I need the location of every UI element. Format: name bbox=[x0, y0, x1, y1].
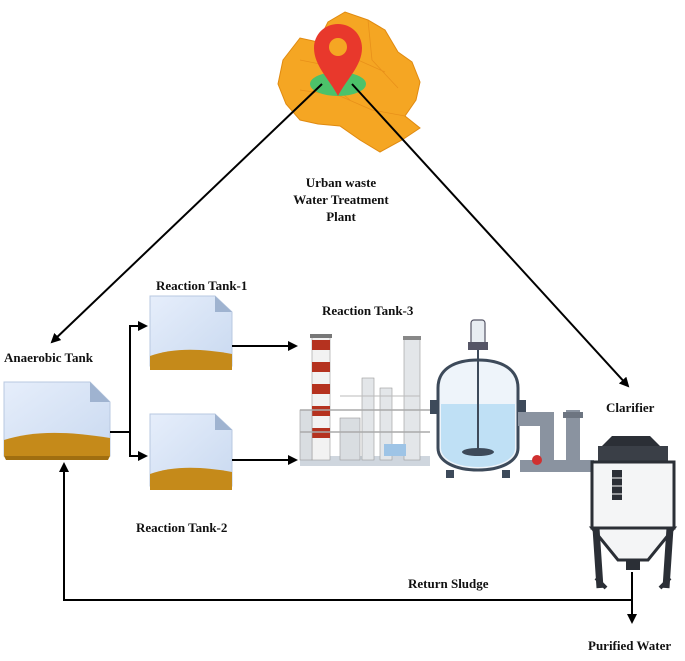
reaction-tank-1-label: Reaction Tank-1 bbox=[156, 278, 248, 293]
location-pin-icon bbox=[310, 24, 366, 96]
plant-label-line2: Water Treatment bbox=[293, 192, 389, 207]
plant-to-clarifier-arrow bbox=[351, 83, 630, 388]
return-sludge-arrow bbox=[59, 462, 632, 601]
reactor-vessel-icon bbox=[430, 319, 526, 478]
plant-to-anaerobic-arrow bbox=[50, 83, 323, 344]
clarifier-icon bbox=[588, 436, 678, 590]
return-sludge-label: Return Sludge bbox=[408, 576, 489, 591]
plant-label-line1: Urban waste bbox=[305, 175, 377, 190]
plant-label: Urban waste Water Treatment Plant bbox=[266, 174, 416, 225]
pipe-icon bbox=[518, 410, 594, 472]
industrial-plant-icon bbox=[299, 334, 430, 466]
plant-label-line3: Plant bbox=[326, 209, 356, 224]
clarifier-label: Clarifier bbox=[606, 400, 655, 415]
purified-water-label: Purified Water bbox=[588, 638, 672, 653]
anaerobic-to-tank1-arrow bbox=[110, 321, 148, 433]
reaction-tank-2-icon bbox=[149, 413, 233, 490]
anaerobic-to-tank2-arrow bbox=[129, 432, 148, 461]
reaction-tank-1-icon bbox=[149, 295, 233, 370]
reaction-tank-2-label: Reaction Tank-2 bbox=[136, 520, 228, 535]
anaerobic-tank-icon bbox=[3, 381, 111, 460]
anaerobic-tank-label: Anaerobic Tank bbox=[4, 350, 93, 365]
reaction-tank-3-label: Reaction Tank-3 bbox=[322, 303, 414, 318]
